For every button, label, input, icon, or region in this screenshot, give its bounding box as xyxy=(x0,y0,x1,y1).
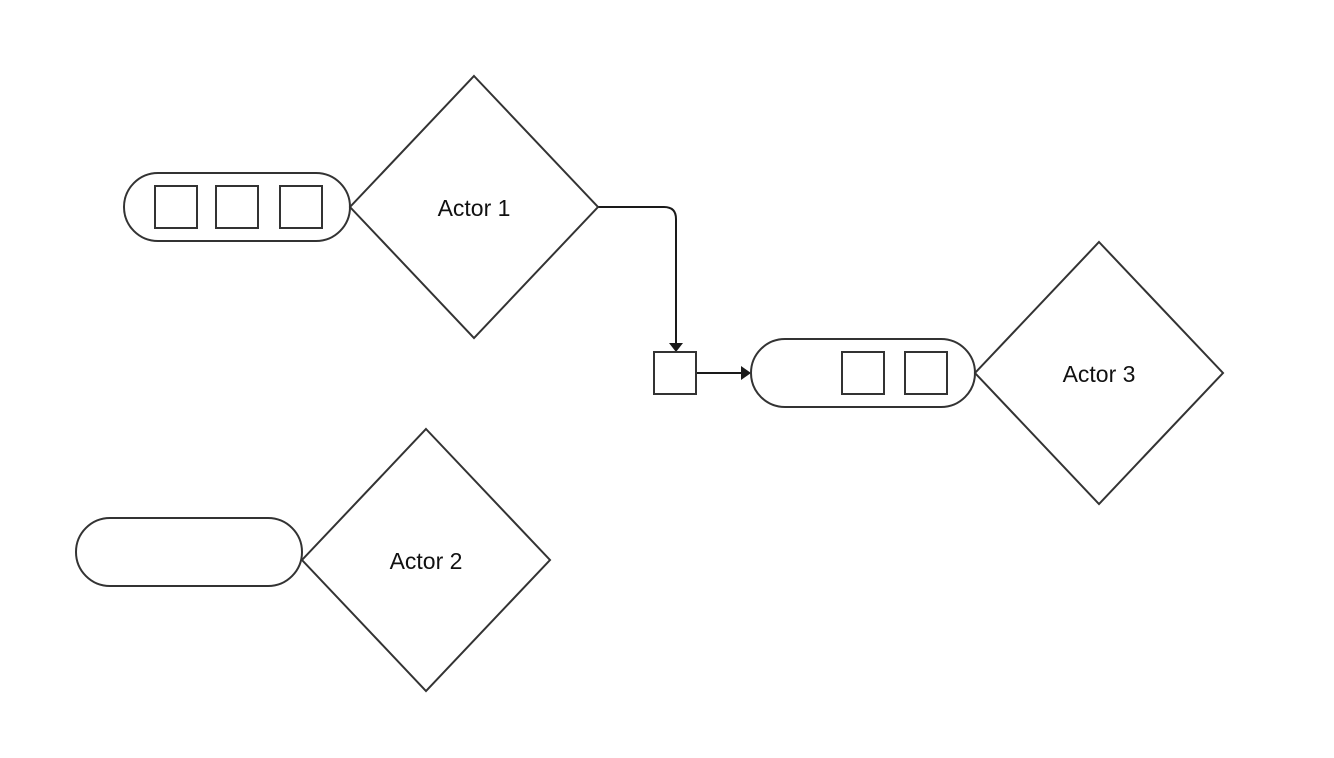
actor-3-diamond[interactable] xyxy=(973,240,1225,506)
actor-3-queue-item[interactable] xyxy=(904,351,948,395)
actor-1-queue-item[interactable] xyxy=(154,185,198,229)
actor-1[interactable]: Actor 1 xyxy=(123,74,600,340)
actor-1-diamond[interactable] xyxy=(348,74,600,340)
actor-2-queue[interactable] xyxy=(75,517,303,587)
edge-actor1-to-token[interactable] xyxy=(598,206,683,352)
actor-2[interactable]: Actor 2 xyxy=(75,427,552,693)
actor-1-queue-item[interactable] xyxy=(279,185,323,229)
actor-1-label: Actor 1 xyxy=(438,195,511,221)
in-transit-token[interactable] xyxy=(653,351,697,395)
actor-3-label: Actor 3 xyxy=(1063,361,1136,387)
actor-3-queue-item[interactable] xyxy=(841,351,885,395)
actor-2-diamond[interactable] xyxy=(300,427,552,693)
edge-token-to-actor3[interactable] xyxy=(696,366,751,380)
arrowhead-down-icon xyxy=(669,343,683,352)
actor-3[interactable]: Actor 3 xyxy=(750,240,1225,506)
actor-1-queue-item[interactable] xyxy=(215,185,259,229)
actor-2-label: Actor 2 xyxy=(390,548,463,574)
arrowhead-right-icon xyxy=(741,366,751,380)
